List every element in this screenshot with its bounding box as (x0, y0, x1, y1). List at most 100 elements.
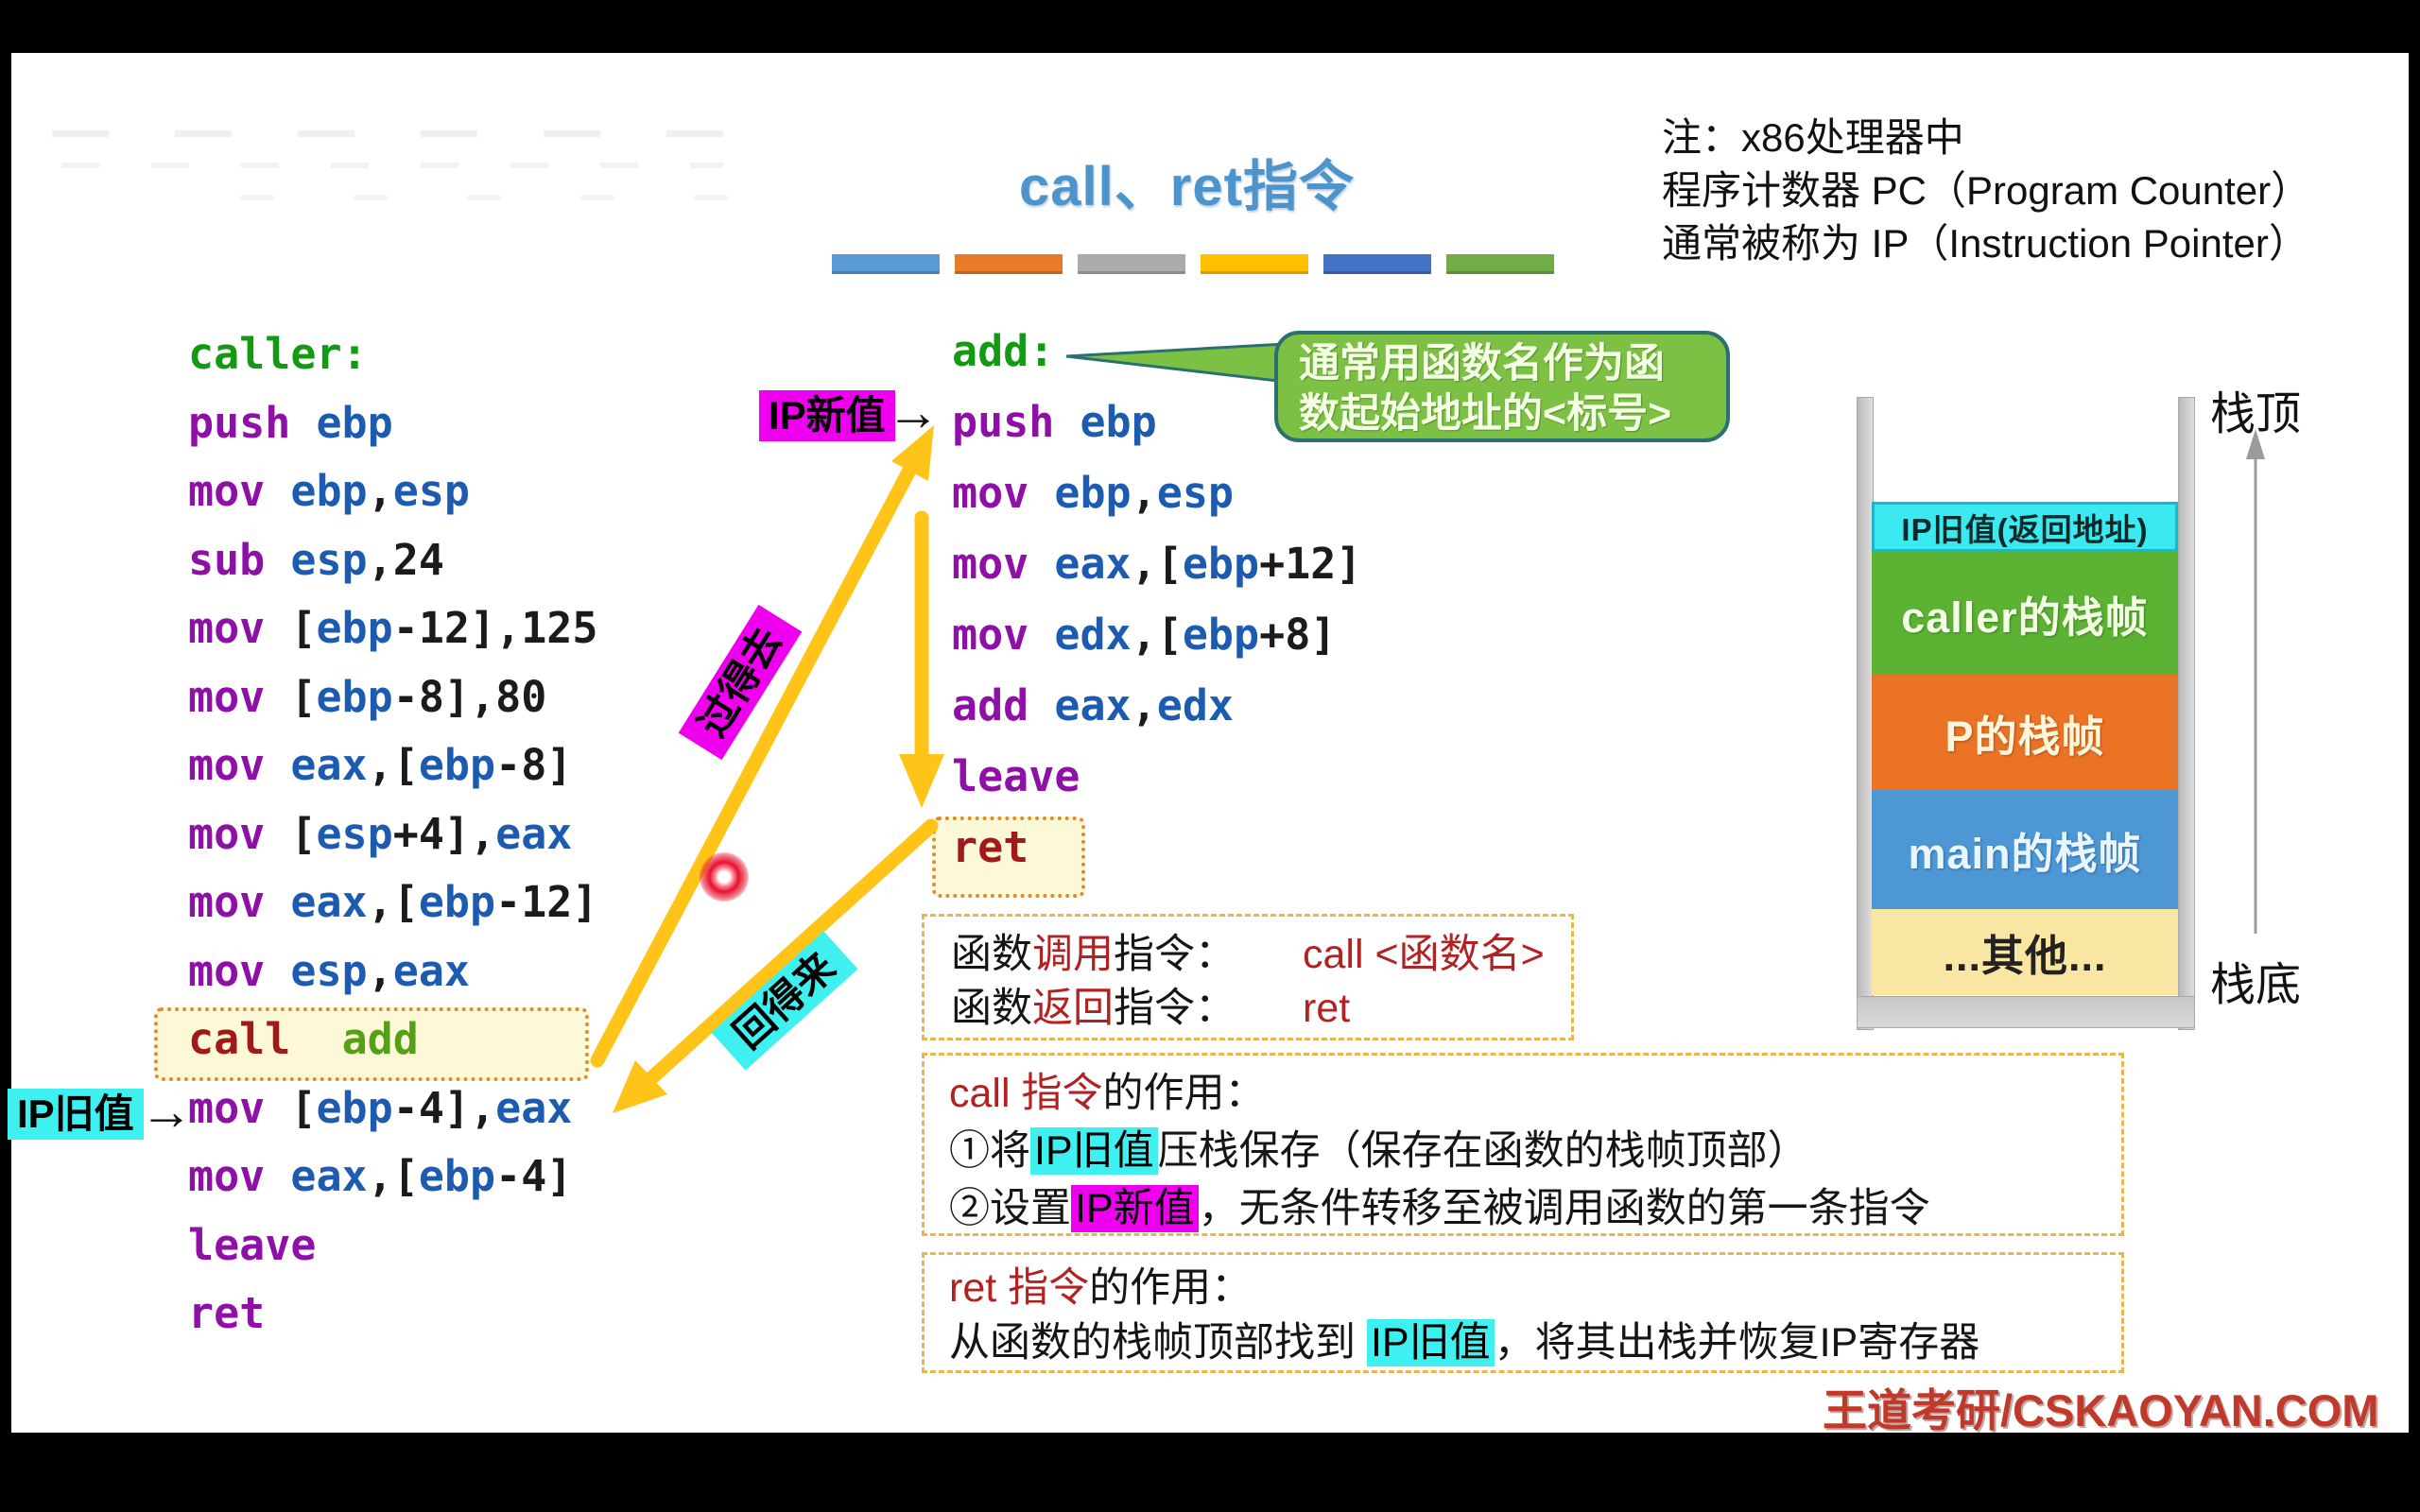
code-token: mov (188, 808, 266, 859)
code-token: ebp (1080, 397, 1157, 447)
laser-pointer-dot (700, 852, 749, 902)
code-token: ebp (418, 877, 496, 927)
title-accent-bar (832, 254, 940, 274)
code-token (1028, 539, 1054, 589)
code-token: ,[ (367, 1151, 419, 1201)
letterbox-right (2409, 0, 2420, 1512)
code-token: eax (495, 1082, 573, 1133)
code-token: ,24 (367, 534, 444, 585)
code-token: -8],80 (392, 671, 547, 722)
note-line: 通常被称为 IP（Instruction Pointer） (1662, 221, 2308, 266)
code-token: ,[ (367, 877, 419, 927)
code-token: mov (188, 1082, 266, 1133)
text-segment: 指令： (1114, 986, 1236, 1031)
text-segment: 从函数的栈帧顶部找到 (949, 1320, 1367, 1366)
code-line: caller: (188, 320, 598, 389)
ip-new-pointer-arrow-icon: → (887, 382, 940, 441)
ret-instruction-row: 函数返回指令： ret (951, 982, 1571, 1036)
code-token: +8] (1259, 610, 1337, 660)
code-line: call add (188, 1005, 598, 1074)
code-token: ebp (1054, 468, 1132, 518)
code-token: -8] (495, 740, 573, 790)
code-token: -12] (495, 877, 598, 927)
faint-watermark (52, 113, 959, 246)
code-token (1028, 610, 1054, 660)
code-token: add: (952, 326, 1055, 376)
code-line: ret (188, 1280, 598, 1349)
code-line: mov esp,eax (188, 937, 598, 1006)
note-block: 注：x86处理器中 程序计数器 PC（Program Counter） 通常被称… (1662, 112, 2310, 270)
stack-frame: ...其他... (1872, 909, 2178, 995)
code-token: eax (1054, 680, 1132, 730)
text-segment: 函数 (951, 986, 1032, 1031)
bubble-line: 数起始地址的<标号> (1299, 391, 1672, 437)
title-accent-bar (1446, 254, 1554, 274)
title-accent-bar (955, 254, 1063, 274)
code-token: mov (188, 740, 266, 790)
code-token: edx (1156, 680, 1235, 730)
title-accent-bar (1201, 254, 1308, 274)
ip-old-value-label: IP旧值 (8, 1089, 144, 1140)
letterbox-bottom (0, 1433, 2420, 1512)
code-line: push ebp (952, 387, 1362, 457)
stack-bottom-label: 栈底 (2210, 960, 2302, 1010)
code-token: esp (316, 808, 393, 859)
code-line: mov [ebp-12],125 (188, 594, 598, 663)
note-line: 程序计数器 PC（Program Counter） (1662, 168, 2311, 213)
code-token: leave (952, 751, 1080, 801)
code-token (1028, 680, 1054, 730)
row-label: 函数返回指令： (951, 982, 1303, 1036)
code-token: eax (290, 740, 368, 790)
code-token (265, 946, 290, 996)
code-token: , (367, 945, 393, 996)
call-effect-step2: ②设置IP新值，无条件转移至被调用函数的第一条指令 (949, 1180, 2121, 1238)
code-token: +12] (1259, 539, 1362, 589)
text-segment: ①将 (949, 1128, 1030, 1174)
call-effect-title: call 指令的作用： (949, 1065, 2121, 1123)
stack-wall-right (2178, 397, 2195, 1030)
code-token: push (952, 397, 1055, 447)
stack-wall-bottom (1857, 996, 2195, 1028)
ret-syntax: ret (1303, 986, 1351, 1031)
code-token: ,[ (367, 740, 419, 790)
code-token: -4] (495, 1151, 573, 1201)
code-token: ebp (290, 466, 368, 516)
text-segment: 返回 (1032, 986, 1114, 1031)
code-token: ebp (1182, 539, 1260, 589)
code-line: mov edx,[ebp+8] (952, 599, 1362, 670)
code-line: leave (952, 741, 1362, 812)
code-line: mov [ebp-4],eax (188, 1074, 598, 1143)
call-effect-step1: ①将IP旧值压栈保存（保存在函数的栈帧顶部） (949, 1123, 2121, 1180)
code-token: sub (188, 534, 266, 585)
code-token: eax (392, 945, 471, 996)
code-token: ebp (418, 1151, 496, 1201)
code-token: ebp (1182, 610, 1260, 660)
ret-effect-title: ret 指令的作用： (949, 1261, 2121, 1315)
ip-new-value-label: IP新值 (759, 390, 895, 441)
code-token: , (367, 466, 393, 516)
return-flow-arrow-line (644, 818, 939, 1086)
go-there-label: 过得去 (678, 604, 803, 761)
code-token: leave (188, 1219, 317, 1270)
code-line: ret (952, 812, 1362, 883)
execution-flow-arrow-head (899, 754, 944, 808)
code-line: mov eax,[ebp-12] (188, 868, 598, 937)
code-token: mov (952, 539, 1029, 589)
call-flow-arrow-line (590, 457, 920, 1068)
code-line: mov [ebp-8],80 (188, 663, 598, 732)
code-token: eax (290, 877, 368, 927)
code-token (1054, 397, 1080, 447)
code-token: eax (495, 808, 573, 859)
site-watermark: 王道考研/CSKAOYAN.COM (1823, 1385, 2379, 1435)
text-segment: ②设置 (949, 1186, 1071, 1231)
ip-old-highlight: IP旧值 (1366, 1319, 1495, 1366)
code-token: mov (188, 945, 266, 996)
code-token: add (341, 1014, 419, 1064)
text-segment: ret 指令 (949, 1265, 1090, 1311)
come-back-label: 回得来 (711, 931, 858, 1071)
ip-old-highlight: IP旧值 (1030, 1127, 1158, 1175)
title-accent-bar (1323, 254, 1431, 274)
code-token: ebp (316, 1082, 393, 1133)
